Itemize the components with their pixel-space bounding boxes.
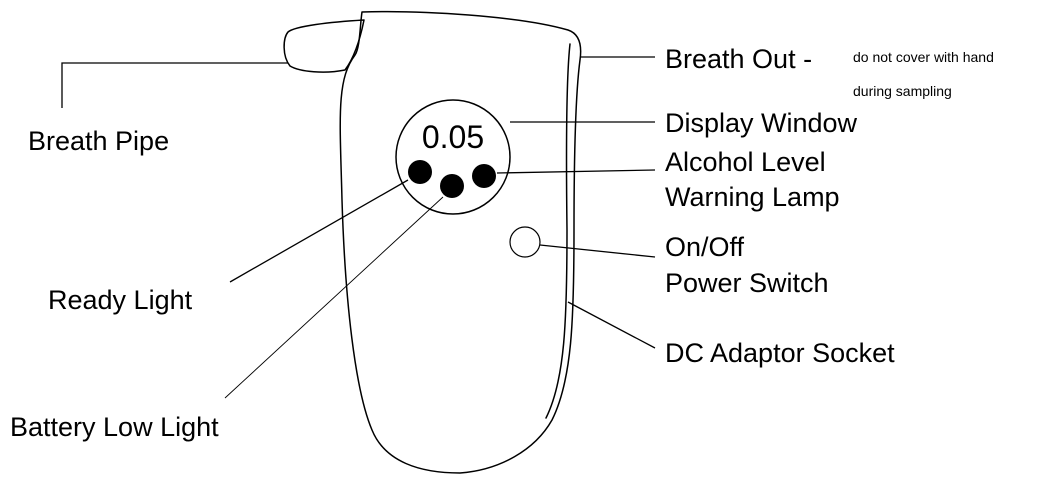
label-battery-low: Battery Low Light	[10, 412, 219, 442]
leader-breath-pipe	[61, 62, 288, 108]
leader-ready-light	[229, 179, 409, 283]
alcohol-level-warning-lamp	[472, 164, 496, 188]
breath-pipe	[283, 19, 365, 73]
label-alcohol-level-2: Warning Lamp	[665, 182, 840, 212]
label-breath-pipe: Breath Pipe	[28, 126, 169, 156]
display-reading: 0.05	[422, 119, 484, 155]
label-breath-out-note-2: during sampling	[853, 83, 952, 99]
power-switch	[509, 226, 541, 258]
leader-alcohol-level	[496, 169, 656, 174]
battery-low-light-lamp	[440, 174, 464, 198]
device-body-inner-edge	[545, 43, 571, 419]
label-breath-out: Breath Out -	[665, 44, 812, 74]
ready-light-lamp	[408, 160, 432, 184]
leader-dc-adaptor	[567, 301, 656, 349]
label-alcohol-level-1: Alcohol Level	[665, 147, 826, 177]
label-display-window: Display Window	[665, 108, 858, 138]
label-dc-adaptor: DC Adaptor Socket	[665, 338, 895, 368]
label-on-off-1: On/Off	[665, 232, 745, 262]
label-breath-out-note-1: do not cover with hand	[853, 49, 994, 65]
label-on-off-2: Power Switch	[665, 268, 829, 298]
label-ready-light: Ready Light	[48, 285, 193, 315]
leader-battery-low	[224, 196, 444, 399]
leader-on-off	[539, 244, 656, 258]
device-body	[339, 10, 582, 474]
